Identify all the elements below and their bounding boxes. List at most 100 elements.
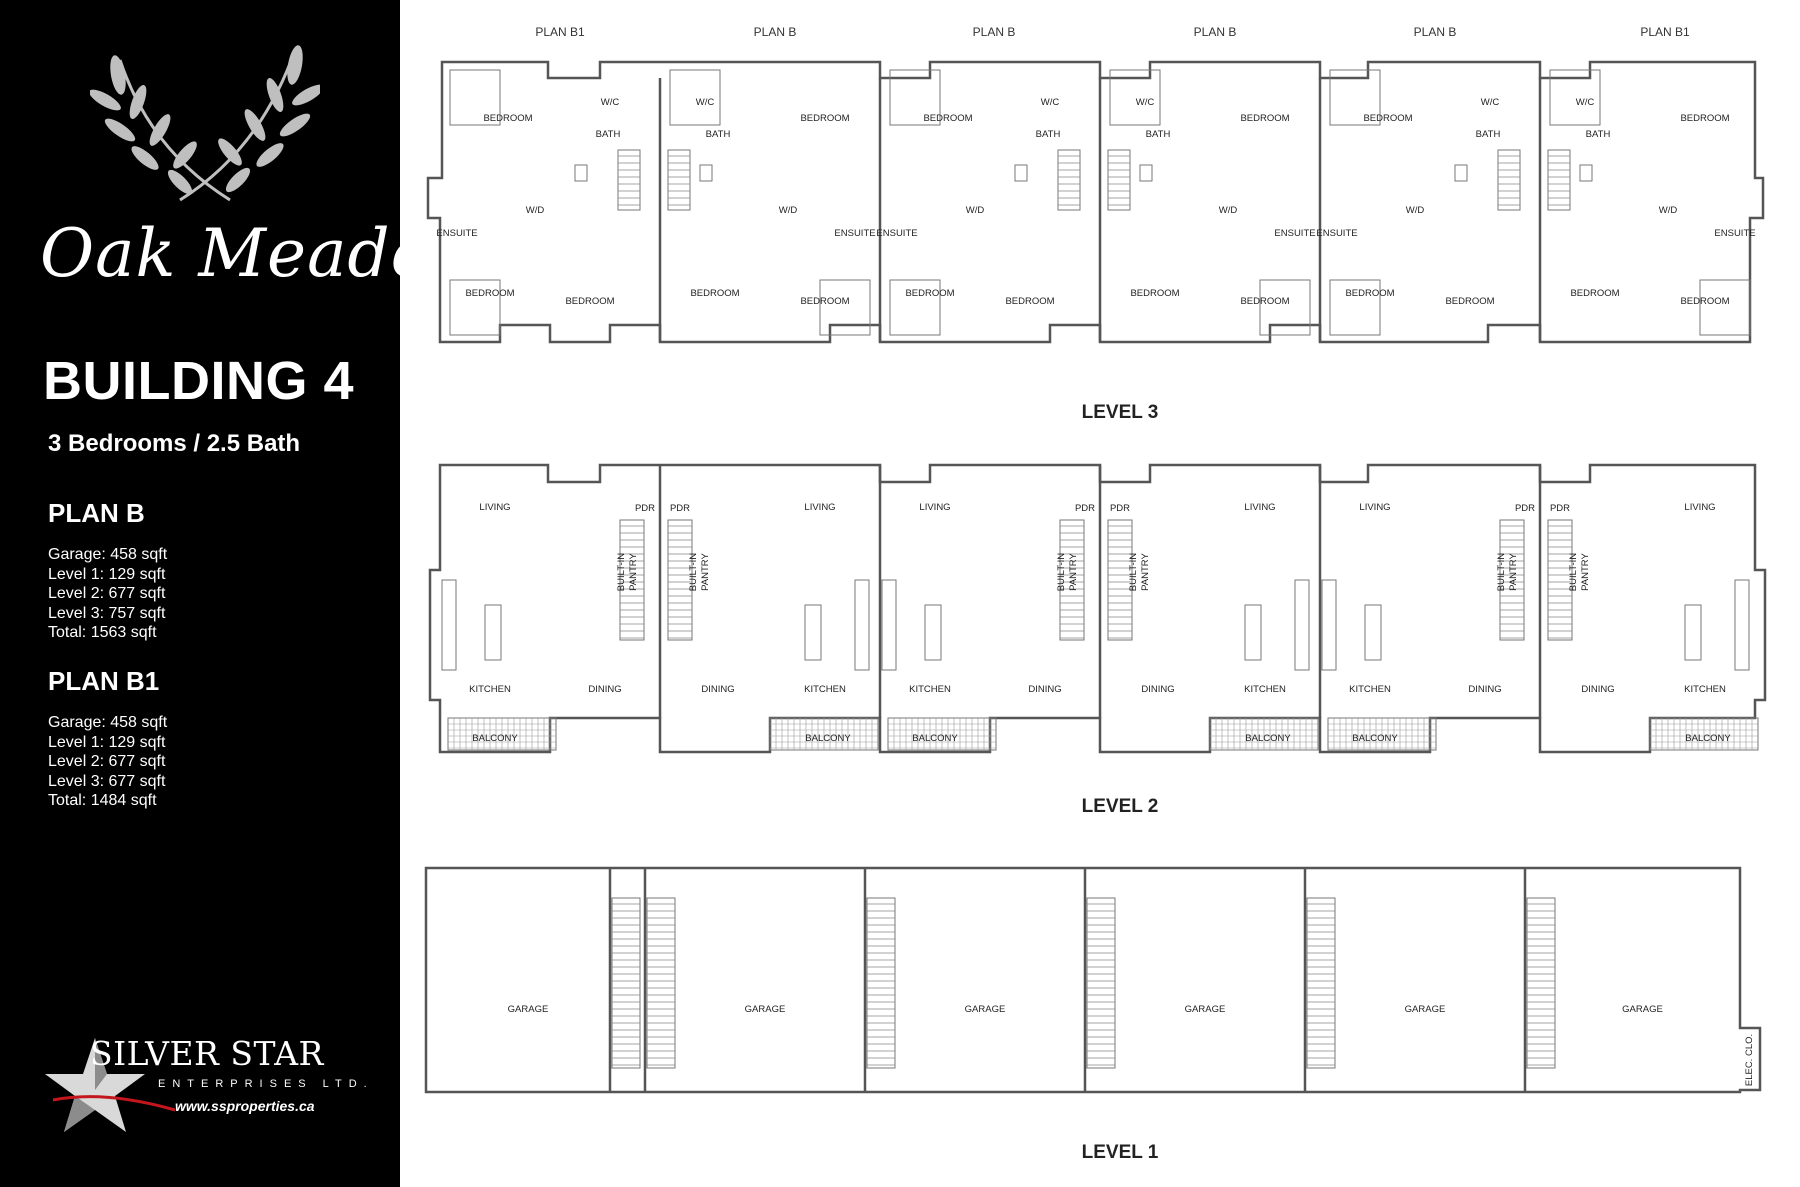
- room-label-bedroom: BEDROOM: [1680, 296, 1729, 307]
- room-label-living: LIVING: [479, 502, 510, 513]
- room-label-wc: W/C: [1136, 97, 1155, 108]
- room-label-pantry_2: PANTRY: [1508, 553, 1519, 591]
- stairs: [1547, 149, 1571, 211]
- room-label-bedroom: BEDROOM: [1240, 113, 1289, 124]
- room-label-pdr: PDR: [635, 503, 655, 514]
- bed: [669, 69, 721, 126]
- room-label-pdr: PDR: [1550, 503, 1570, 514]
- kitchen-island: [804, 604, 822, 661]
- stairs: [611, 897, 641, 1069]
- room-label-bedroom: BEDROOM: [1570, 288, 1619, 299]
- stat-line: Garage: 458 sqft: [48, 714, 168, 731]
- room-label-bedroom: BEDROOM: [923, 113, 972, 124]
- plan-b1-stats: Garage: 458 sqft Level 1: 129 sqft Level…: [48, 713, 167, 811]
- room-label-bedroom: BEDROOM: [465, 288, 514, 299]
- room-label-garage: GARAGE: [1185, 1004, 1226, 1015]
- company-url[interactable]: www.ssproperties.ca: [175, 1098, 315, 1114]
- level-1-label: LEVEL 1: [1082, 1142, 1159, 1163]
- room-label-wd: W/D: [779, 205, 798, 216]
- toilet: [1579, 164, 1593, 182]
- room-label-bedroom: BEDROOM: [483, 113, 532, 124]
- toilet: [574, 164, 588, 182]
- room-label-pantry_2: PANTRY: [1140, 553, 1151, 591]
- room-label-balcony: BALCONY: [1352, 733, 1398, 744]
- room-label-wc: W/C: [1576, 97, 1595, 108]
- room-label-bath: BATH: [1476, 129, 1501, 140]
- building-title: BUILDING 4: [43, 351, 355, 411]
- room-label-pantry_1: BUILT-IN: [1128, 553, 1139, 591]
- stairs: [667, 149, 691, 211]
- plan-b-stats: Garage: 458 sqft Level 1: 129 sqft Level…: [48, 545, 167, 643]
- room-label-living: LIVING: [1684, 502, 1715, 513]
- room-label-pantry_2: PANTRY: [1068, 553, 1079, 591]
- room-label-ensuite: ENSUITE: [436, 228, 477, 239]
- room-label-balcony: BALCONY: [472, 733, 518, 744]
- plan-label: PLAN B: [1194, 25, 1237, 39]
- kitchen-island: [1364, 604, 1382, 661]
- stat-line: Level 1: 129 sqft: [48, 733, 166, 751]
- room-label-bedroom: BEDROOM: [1130, 288, 1179, 299]
- room-label-balcony: BALCONY: [912, 733, 958, 744]
- silver-star-logo-icon: [45, 1038, 176, 1132]
- kitchen-island: [924, 604, 942, 661]
- counter: [441, 579, 457, 671]
- stairs: [617, 149, 641, 211]
- room-label-dining: DINING: [1581, 684, 1614, 695]
- bed: [1329, 69, 1381, 126]
- company-name: SILVER STAR: [90, 1034, 324, 1073]
- kitchen-island: [484, 604, 502, 661]
- room-label-garage: GARAGE: [1622, 1004, 1663, 1015]
- room-label-garage: GARAGE: [1405, 1004, 1446, 1015]
- room-label-wd: W/D: [1219, 205, 1238, 216]
- room-label-kitchen: KITCHEN: [1244, 684, 1286, 695]
- stat-line: Total: 1563 sqft: [48, 624, 157, 641]
- building-subtitle: 3 Bedrooms / 2.5 Bath: [48, 430, 301, 457]
- room-label-pantry_1: BUILT-IN: [1496, 553, 1507, 591]
- bed: [449, 279, 501, 336]
- room-label-bedroom: BEDROOM: [565, 296, 614, 307]
- room-label-pdr: PDR: [1110, 503, 1130, 514]
- room-label-bedroom: BEDROOM: [800, 296, 849, 307]
- stairs: [619, 519, 645, 641]
- room-label-balcony: BALCONY: [805, 733, 851, 744]
- room-label-dining: DINING: [1028, 684, 1061, 695]
- plan-b-heading: PLAN B: [48, 498, 145, 528]
- room-label-bedroom: BEDROOM: [1345, 288, 1394, 299]
- room-label-living: LIVING: [1359, 502, 1390, 513]
- counter: [881, 579, 897, 671]
- room-label-wc: W/C: [1041, 97, 1060, 108]
- room-label-bedroom: BEDROOM: [800, 113, 849, 124]
- bed: [1549, 69, 1601, 126]
- room-label-ensuite: ENSUITE: [1316, 228, 1357, 239]
- counter: [1294, 579, 1310, 671]
- room-label-wd: W/D: [526, 205, 545, 216]
- stairs: [1526, 897, 1556, 1069]
- room-label-bath: BATH: [1036, 129, 1061, 140]
- counter: [1321, 579, 1337, 671]
- toilet: [1454, 164, 1468, 182]
- kitchen-island: [1684, 604, 1702, 661]
- stairs: [1306, 897, 1336, 1069]
- room-label-bath: BATH: [596, 129, 621, 140]
- stairs: [866, 897, 896, 1069]
- bed: [449, 69, 501, 126]
- floor-plans: PLAN B1 PLAN B PLAN B PLAN B PLAN B PLAN…: [424, 25, 1767, 1163]
- room-label-pantry_2: PANTRY: [628, 553, 639, 591]
- room-label-dining: DINING: [588, 684, 621, 695]
- room-label-ensuite: ENSUITE: [834, 228, 875, 239]
- room-label-garage: GARAGE: [965, 1004, 1006, 1015]
- bed: [1259, 279, 1311, 336]
- wreath-icon: [90, 45, 320, 202]
- stairs: [1057, 149, 1081, 211]
- plan-label: PLAN B1: [1640, 25, 1690, 39]
- room-label-living: LIVING: [804, 502, 835, 513]
- room-label-wc: W/C: [1481, 97, 1500, 108]
- room-label-wd: W/D: [1659, 205, 1678, 216]
- bed: [1699, 279, 1751, 336]
- room-label-bedroom: BEDROOM: [1445, 296, 1494, 307]
- plan-details: [441, 69, 1759, 1069]
- room-label-ensuite: ENSUITE: [1274, 228, 1315, 239]
- stat-line: Level 1: 129 sqft: [48, 565, 166, 583]
- stairs: [1086, 897, 1116, 1069]
- room-label-pdr: PDR: [1075, 503, 1095, 514]
